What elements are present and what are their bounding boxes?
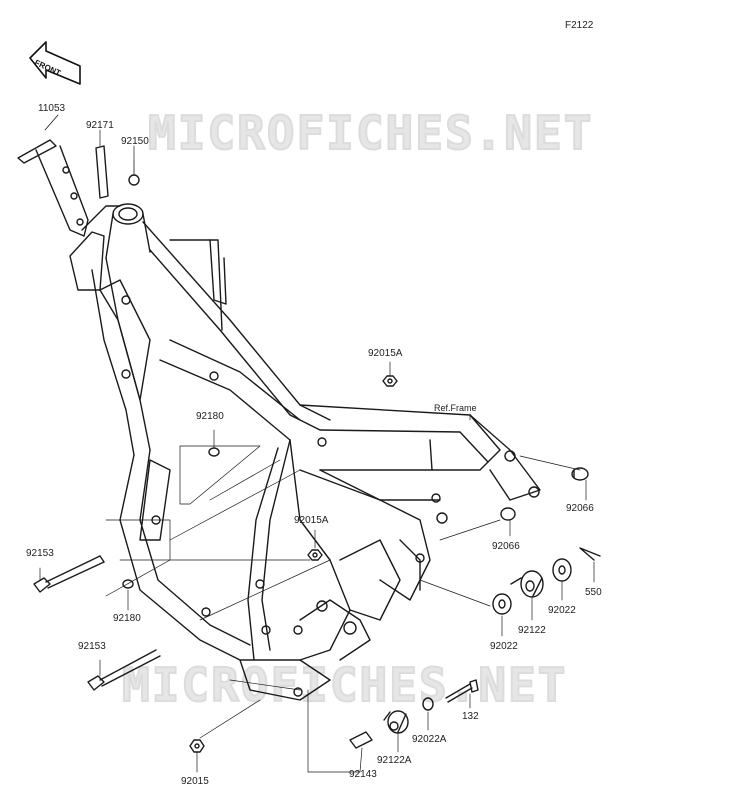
label-92150: 92150 [121, 136, 149, 147]
part-92015A-mid [307, 549, 323, 561]
label-92022A: 92022A [412, 734, 447, 745]
leader-lines [39, 129, 595, 773]
part-92150-bolt [128, 159, 140, 186]
watermark-bottom: MICROFICHES.NET [121, 658, 568, 712]
label-550: 550 [585, 587, 602, 598]
label-92180-bot: 92180 [113, 613, 141, 624]
label-92015A-top: 92015A [368, 348, 403, 359]
figure-code: F2122 [565, 20, 594, 31]
label-92153-bot: 92153 [78, 641, 106, 652]
part-550-pin [579, 547, 601, 561]
part-92171-strip [95, 145, 109, 199]
part-92066-mid [500, 507, 516, 521]
part-92143 [349, 731, 373, 749]
part-92022A [422, 697, 434, 711]
part-92122 [510, 570, 544, 598]
bolt-92153-bot [87, 649, 161, 691]
part-92015-nut [189, 739, 205, 753]
label-92143: 92143 [349, 769, 377, 780]
label-92022-right: 92022 [548, 605, 576, 616]
bolt-132 [445, 679, 479, 703]
bolt-92153-top [33, 555, 105, 593]
label-92122: 92122 [518, 625, 546, 636]
part-92015A-top [382, 375, 398, 387]
label-92066-right: 92066 [566, 503, 594, 514]
steering-head [69, 203, 151, 291]
label-92015: 92015 [181, 776, 209, 787]
part-92180-bot [122, 579, 134, 589]
part-92066-right [571, 467, 589, 481]
part-92122A [383, 710, 409, 734]
label-92066-mid: 92066 [492, 541, 520, 552]
bracket-11053 [17, 114, 89, 237]
label-92022-mid: 92022 [490, 641, 518, 652]
main-frame [91, 221, 541, 701]
label-92180-top: 92180 [196, 411, 224, 422]
front-arrow-icon [29, 41, 81, 85]
part-92180-top [208, 447, 220, 457]
label-92171: 92171 [86, 120, 114, 131]
label-11053: 11053 [38, 103, 66, 114]
part-92022-mid [492, 593, 512, 615]
label-92153-top: 92153 [26, 548, 54, 559]
label-92122A: 92122A [377, 755, 412, 766]
label-132: 132 [462, 711, 479, 722]
part-92022-right [552, 558, 572, 582]
watermark-top: MICROFICHES.NET [147, 106, 594, 160]
label-92015A-mid: 92015A [294, 515, 329, 526]
ref-frame-label: Ref.Frame [434, 403, 477, 413]
